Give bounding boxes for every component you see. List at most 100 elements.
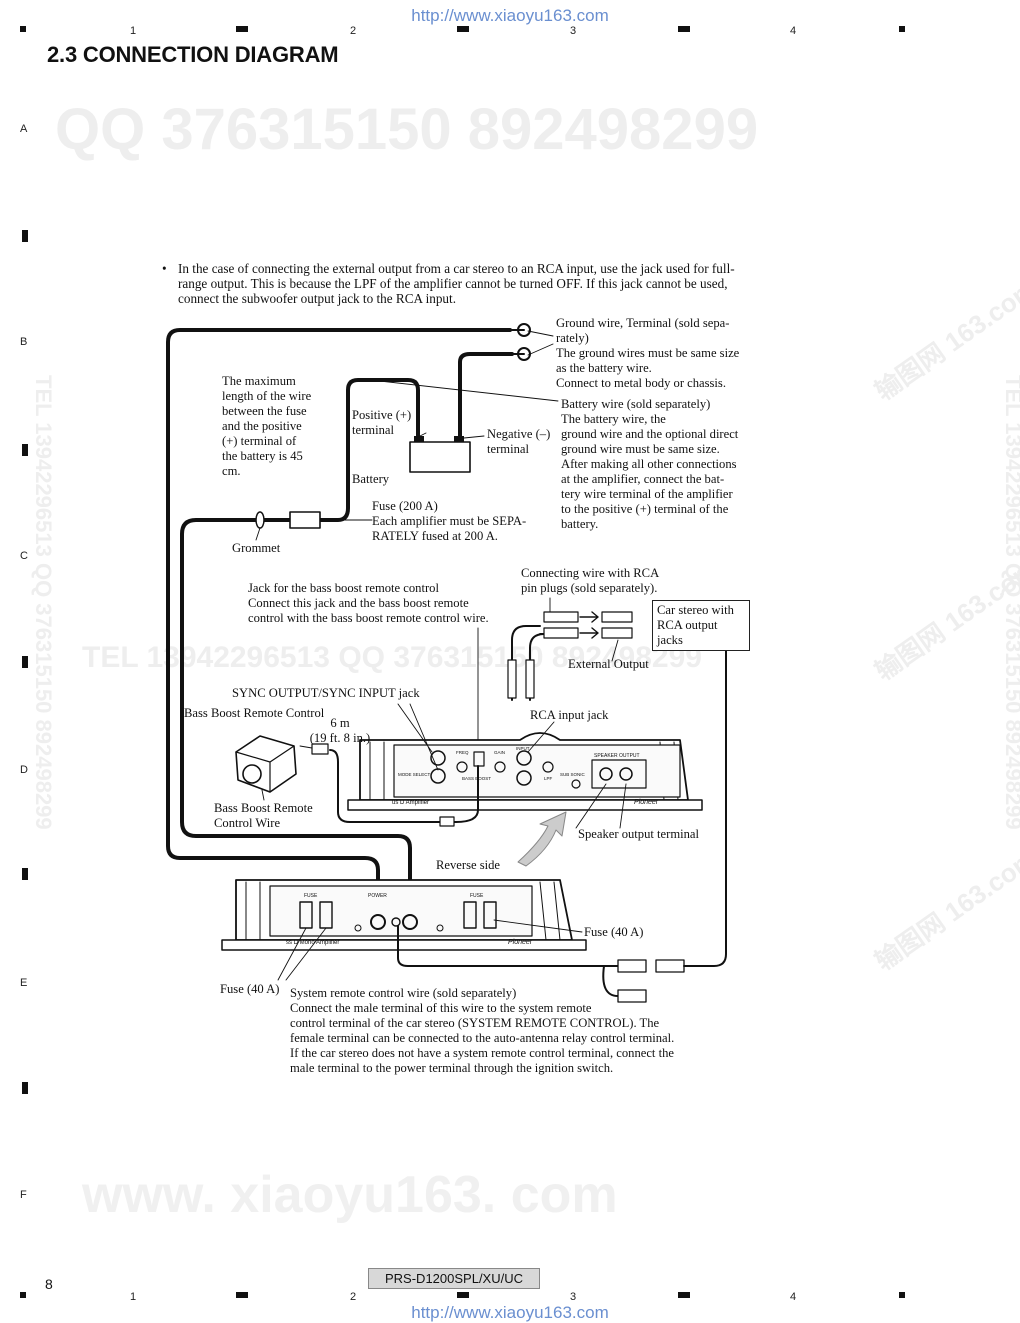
speaker-terminal <box>599 767 613 781</box>
control-label-lpf: LPF <box>544 776 553 781</box>
watermark-site: www. xiaoyu163. com <box>82 1166 618 1224</box>
note-paragraph: • In the case of connecting the external… <box>162 261 752 307</box>
label-length-6m: 6 m (19 ft. 8 in.) <box>309 716 371 745</box>
corner-mark <box>899 26 905 32</box>
rca-plug <box>507 659 517 699</box>
battery-body <box>409 441 471 473</box>
leader-line <box>261 789 265 801</box>
grid-mark <box>457 1292 469 1298</box>
label-ground-wire: Ground wire, Terminal (sold sepa- rately… <box>556 316 740 390</box>
reverse-arrow <box>517 811 567 867</box>
label-sync-jack: SYNC OUTPUT/SYNC INPUT jack <box>232 686 420 700</box>
label-rca-wire: Connecting wire with RCA pin plugs (sold… <box>521 566 660 595</box>
amp-rear-power-label: POWER <box>368 893 387 899</box>
col-number-2: 2 <box>350 25 357 37</box>
remote-terminal <box>391 917 401 927</box>
remote-terminal-stereo <box>655 959 685 973</box>
rca-input-jack <box>516 770 532 786</box>
ground-terminal <box>402 914 418 930</box>
lpf-knob <box>542 761 554 773</box>
remote-wire-to-stereo <box>683 629 727 967</box>
control-label-subsonic: SUB SONIC <box>560 772 586 777</box>
label-car-stereo: Car stereo with RCA output jacks <box>652 600 750 651</box>
freq-knob <box>456 761 468 773</box>
sync-jack <box>430 750 446 766</box>
row-letter-f: F <box>20 1189 27 1201</box>
label-rca-input-jack: RCA input jack <box>530 708 609 722</box>
row-mark <box>22 1082 28 1094</box>
col-number-1-bottom: 1 <box>130 1291 137 1303</box>
control-label-bass-boost: BASS BOOST <box>462 776 491 781</box>
amp-rear-model-text: ss D Mono Amplifier <box>286 940 339 946</box>
battery-positive-wire <box>318 378 420 522</box>
gain-knob <box>494 761 506 773</box>
grid-mark <box>236 26 248 32</box>
amp-rear-fuse-label-right: FUSE <box>470 893 484 899</box>
label-fuse-40-left: Fuse (40 A) <box>220 982 280 996</box>
control-label-input: INPUT <box>516 746 530 751</box>
corner-mark <box>20 1292 26 1298</box>
ground-terminal-bottom <box>511 347 531 361</box>
bass-boost-remote <box>235 735 297 793</box>
fuse-200-body <box>289 511 321 529</box>
page-number: 8 <box>45 1276 53 1292</box>
top-url[interactable]: http://www.xiaoyu163.com <box>411 6 609 25</box>
fuse-40-right-b <box>483 901 497 929</box>
col-number-1: 1 <box>130 25 137 37</box>
row-mark <box>22 656 28 668</box>
bass-boost-knob <box>242 764 262 784</box>
corner-mark <box>20 26 26 32</box>
grid-mark <box>678 1292 690 1298</box>
bass-boost-plug-mid <box>439 816 455 827</box>
power-wire-inner <box>180 518 412 920</box>
leader-line <box>277 927 327 981</box>
corner-mark <box>899 1292 905 1298</box>
leader-line <box>575 783 627 829</box>
label-bass-boost-wire: Bass Boost Remote Control Wire <box>214 801 313 830</box>
amp-rear-fuse-label: FUSE <box>304 893 318 899</box>
amp-front-speaker-label: SPEAKER OUTPUT <box>594 753 640 759</box>
label-bass-boost-jack: Jack for the bass boost remote control C… <box>248 581 489 625</box>
leader-line <box>415 432 485 439</box>
rca-plug <box>543 627 579 639</box>
model-number: PRS-D1200SPL/XU/UC <box>368 1268 540 1289</box>
rca-input-jack <box>516 750 532 766</box>
power-terminal <box>370 914 386 930</box>
leader-line <box>493 919 583 933</box>
screw <box>354 924 362 932</box>
leader-line <box>255 527 261 541</box>
row-mark <box>22 444 28 456</box>
label-system-remote: System remote control wire (sold separat… <box>290 986 675 1075</box>
leader-line <box>527 330 554 356</box>
row-letter-c: C <box>20 550 28 562</box>
col-number-4: 4 <box>790 25 797 37</box>
label-max-length: The maximum length of the wire between t… <box>222 374 312 478</box>
label-bass-boost-remote: Bass Boost Remote Control <box>184 706 325 720</box>
rca-plug <box>601 627 633 639</box>
grid-mark <box>457 26 469 32</box>
row-letter-a: A <box>20 123 28 135</box>
col-number-3: 3 <box>570 25 577 37</box>
rca-plug <box>601 611 633 623</box>
watermark-qq: QQ 376315150 892498299 <box>55 97 759 162</box>
leader-line <box>397 703 439 771</box>
rca-plug <box>543 611 579 623</box>
leader-line <box>611 639 619 662</box>
amp-front-fins <box>369 741 679 801</box>
grid-mark <box>678 26 690 32</box>
amp-rear-brand: Pioneer <box>508 939 533 946</box>
amp-front-base <box>347 799 703 811</box>
bass-boost-wire <box>329 749 479 823</box>
bottom-url[interactable]: http://www.xiaoyu163.com <box>411 1303 609 1322</box>
leader-line <box>379 380 559 402</box>
control-label-freq: FREQ <box>456 750 469 755</box>
amp-front-brand: Pioneer <box>634 799 659 806</box>
system-remote-wire <box>397 925 619 967</box>
label-reverse-side: Reverse side <box>436 858 500 872</box>
amp-front-model-text: us D Amplifier <box>392 800 429 806</box>
leader-line <box>527 721 555 753</box>
battery-terminal-positive <box>414 436 424 442</box>
rca-arrow <box>579 611 599 639</box>
bass-boost-remote-top <box>235 745 295 793</box>
